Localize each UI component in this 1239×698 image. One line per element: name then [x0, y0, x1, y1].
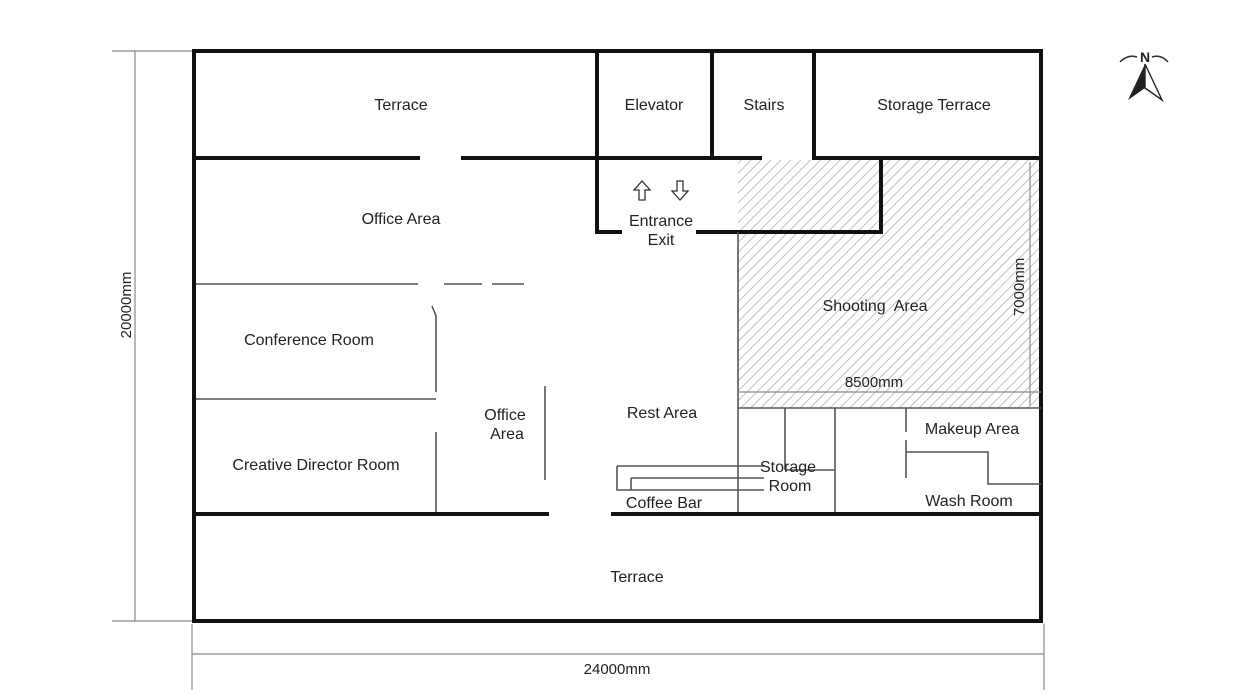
conference-room-label: Conference Room: [244, 332, 374, 349]
storage-terrace-label: Storage Terrace: [877, 97, 991, 114]
terrace-north-label: Terrace: [374, 97, 427, 114]
office-area-small-label-line1: Office: [484, 407, 526, 424]
shooting-height-dimension: 7000mm: [1011, 258, 1028, 316]
wash-room-wall: [905, 440, 1041, 485]
shooting-area-hatch: [738, 160, 1041, 408]
exit-down-arrow-icon: [670, 180, 690, 201]
compass-north-label: N: [1140, 49, 1150, 65]
terrace-south-label: Terrace: [610, 569, 663, 586]
coffee-bar-counter: [616, 465, 764, 491]
office-area-small-label-line2: Area: [490, 426, 524, 443]
storage-room-label-line2: Room: [769, 478, 812, 495]
north-arrow-icon: [1119, 55, 1169, 103]
outer-wall: [192, 49, 1043, 623]
entrance-up-arrow-icon: [632, 180, 652, 201]
shooting-area-label: Shooting Area: [823, 298, 928, 315]
makeup-area-label: Makeup Area: [925, 421, 1019, 438]
rest-area-label: Rest Area: [627, 405, 697, 422]
stairs-label: Stairs: [744, 97, 785, 114]
coffee-bar-label: Coffee Bar: [626, 495, 703, 512]
exit-label: Exit: [648, 232, 675, 249]
storage-room-label-line1: Storage: [760, 459, 816, 476]
creative-director-room-label: Creative Director Room: [232, 457, 399, 474]
total-width-dimension: 24000mm: [584, 661, 651, 678]
entrance-label: Entrance: [629, 213, 693, 230]
total-height-dimension: 20000mm: [118, 272, 135, 339]
elevator-label: Elevator: [625, 97, 684, 114]
shooting-width-dimension: 8500mm: [845, 374, 903, 391]
office-area-main-label: Office Area: [362, 211, 441, 228]
conference-room-wall: [431, 305, 437, 392]
wash-room-label: Wash Room: [925, 493, 1012, 510]
